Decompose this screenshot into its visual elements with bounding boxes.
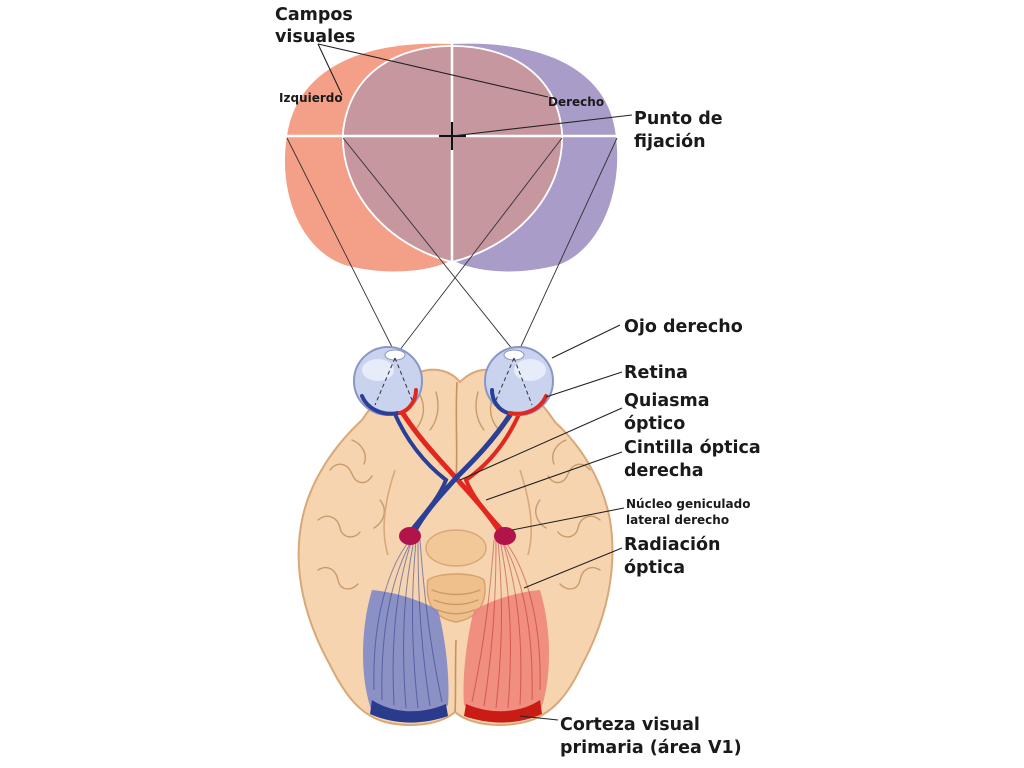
visual-fields [284, 43, 620, 272]
right-retina-temporal [508, 394, 548, 416]
campos-label-line2: visuales [275, 27, 355, 47]
cintilla-label-line2: derecha [624, 461, 704, 481]
nucleo-label-line1: Núcleo geniculado [626, 497, 750, 511]
retina-label: Retina [624, 363, 688, 383]
punto-label-line1: Punto de [634, 109, 723, 129]
right-eye [484, 346, 554, 416]
right-retina-nasal [490, 388, 510, 415]
left-retina-temporal [360, 394, 400, 416]
nucleo-label-line2: lateral derecho [626, 513, 729, 527]
labels: Campos visuales Izquierdo Derecho Punto … [275, 5, 761, 758]
optic-radiation-left [373, 539, 443, 709]
derecho-label: Derecho [548, 95, 604, 109]
quiasma-label-line2: óptico [624, 414, 685, 434]
cintilla-label-line1: Cintilla óptica [624, 438, 761, 458]
punto-label-line2: fijación [634, 132, 706, 152]
projection-lines [286, 137, 618, 356]
corteza-label-line1: Corteza visual [560, 715, 700, 735]
pointer-lines [317, 43, 633, 721]
quiasma-label-line1: Quiasma [624, 391, 710, 411]
right-lgn [494, 527, 516, 545]
brain-ventral-view [297, 368, 614, 726]
izquierdo-label: Izquierdo [279, 91, 343, 105]
left-retina-nasal [398, 388, 418, 415]
optic-nerves-and-tracts [392, 409, 522, 545]
midbrain [425, 529, 487, 567]
campos-label-line1: Campos [275, 5, 353, 25]
corteza-label-line2: primaria (área V1) [560, 738, 742, 758]
radiacion-label-line2: óptica [624, 558, 685, 578]
ojo-derecho-label: Ojo derecho [624, 317, 743, 337]
left-eye [353, 346, 423, 416]
left-lgn [399, 527, 421, 545]
radiacion-label-line1: Radiación [624, 535, 720, 555]
right-occipital-cortex [463, 590, 549, 719]
optic-radiation-right [471, 539, 541, 709]
